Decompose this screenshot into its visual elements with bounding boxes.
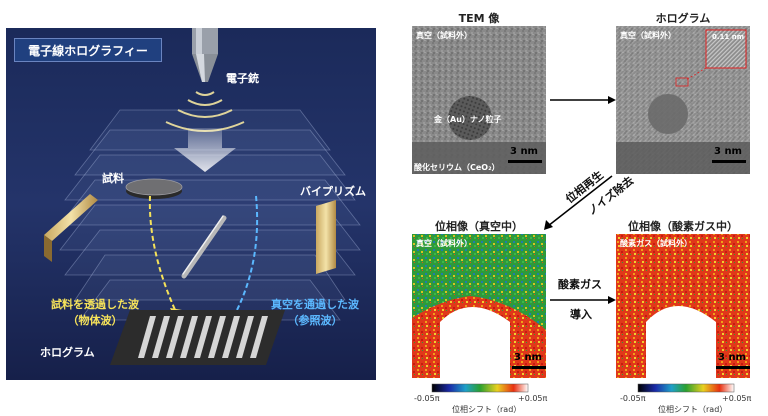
reconstruction-arrow (547, 175, 613, 227)
phase-vac-scale-bar (512, 366, 546, 369)
holo-fringe-label: 0.11 nm (712, 33, 744, 41)
object-wave-label-line2: （物体波） (67, 314, 123, 327)
colorbar-right (637, 383, 735, 393)
holo-title: ホログラム (655, 12, 711, 25)
tem-to-holo-arrowhead (608, 96, 616, 104)
hologram-label: ホログラム (40, 346, 95, 359)
cbar-right-max: +0.05π (722, 394, 752, 403)
tem-scale-bar (508, 160, 542, 163)
tem-scale-label: 3 nm (510, 146, 538, 157)
phase-vac-scale-label: 3 nm (514, 352, 542, 363)
phase-vacuum-particle (440, 307, 510, 378)
reconstruction-arrowhead (544, 220, 553, 230)
tem-substrate-label: 酸化セリウム（CeO₂） (414, 163, 500, 172)
phase-gas-scale-bar (716, 366, 750, 369)
hologram-particle (648, 94, 688, 134)
holo-scale-bar (712, 160, 746, 163)
electron-gun-label: 電子銃 (226, 72, 259, 85)
biprism-wire-icon (181, 215, 227, 279)
object-wave-path (148, 195, 177, 313)
gas-intro-label-2: 導入 (570, 308, 592, 321)
cbar-right-min: -0.05π (620, 394, 646, 403)
holo-region-label: 真空（試料外） (620, 31, 676, 40)
tem-au-particle (448, 96, 492, 140)
reference-wave-path (235, 195, 259, 313)
sample-icon (125, 178, 183, 199)
cbar-right-label: 位相シフト（rad） (658, 405, 728, 414)
reference-wave-label-line2: （参照波） (287, 314, 343, 327)
tem-title: TEM 像 (458, 12, 500, 25)
colorbar-left (431, 383, 529, 393)
cbar-left-max: +0.05π (518, 394, 548, 403)
schematic-title: 電子線ホログラフィー (14, 38, 162, 62)
tem-particle-label: 金（Au）ナノ粒子 (434, 115, 502, 124)
phase-vac-title: 位相像（真空中） (435, 220, 523, 233)
object-wave-label-line1: 試料を透過した波 (51, 298, 139, 311)
tem-region-label: 真空（試料外） (416, 31, 472, 40)
reference-wave-label-line1: 真空を通過した波 (271, 298, 359, 311)
beam-down-arrow-icon (174, 128, 236, 172)
tem-substrate (412, 142, 546, 174)
phase-gas-region-label: 酸素ガス（試料外） (620, 239, 692, 248)
electron-gun-icon (192, 28, 218, 82)
gas-intro-label-1: 酸素ガス (558, 278, 602, 291)
hologram-fringes (138, 316, 268, 358)
phase-gas-scale-label: 3 nm (718, 352, 746, 363)
hologram-substrate (616, 142, 750, 174)
gas-intro-arrowhead (608, 296, 616, 304)
holo-scale-label: 3 nm (714, 146, 742, 157)
biprism-left-plate (44, 194, 98, 241)
phase-gas-title: 位相像（酸素ガス中） (628, 220, 738, 233)
biprism-left-edge (44, 235, 52, 262)
phase-gas-particle (646, 306, 716, 378)
sample-label: 試料 (102, 172, 124, 185)
reference-wave-label: 真空を通過した波 （参照波） (260, 296, 370, 328)
object-wave-label: 試料を透過した波 （物体波） (40, 296, 150, 328)
cbar-left-label: 位相シフト（rad） (452, 405, 522, 414)
biprism-label: バイプリズム (300, 185, 366, 198)
biprism-right-plate (316, 200, 336, 274)
inset-source-box (675, 77, 689, 87)
hologram-zoom-inset (705, 29, 747, 69)
cbar-left-min: -0.05π (414, 394, 440, 403)
phase-vac-region-label: 真空（試料外） (416, 239, 472, 248)
